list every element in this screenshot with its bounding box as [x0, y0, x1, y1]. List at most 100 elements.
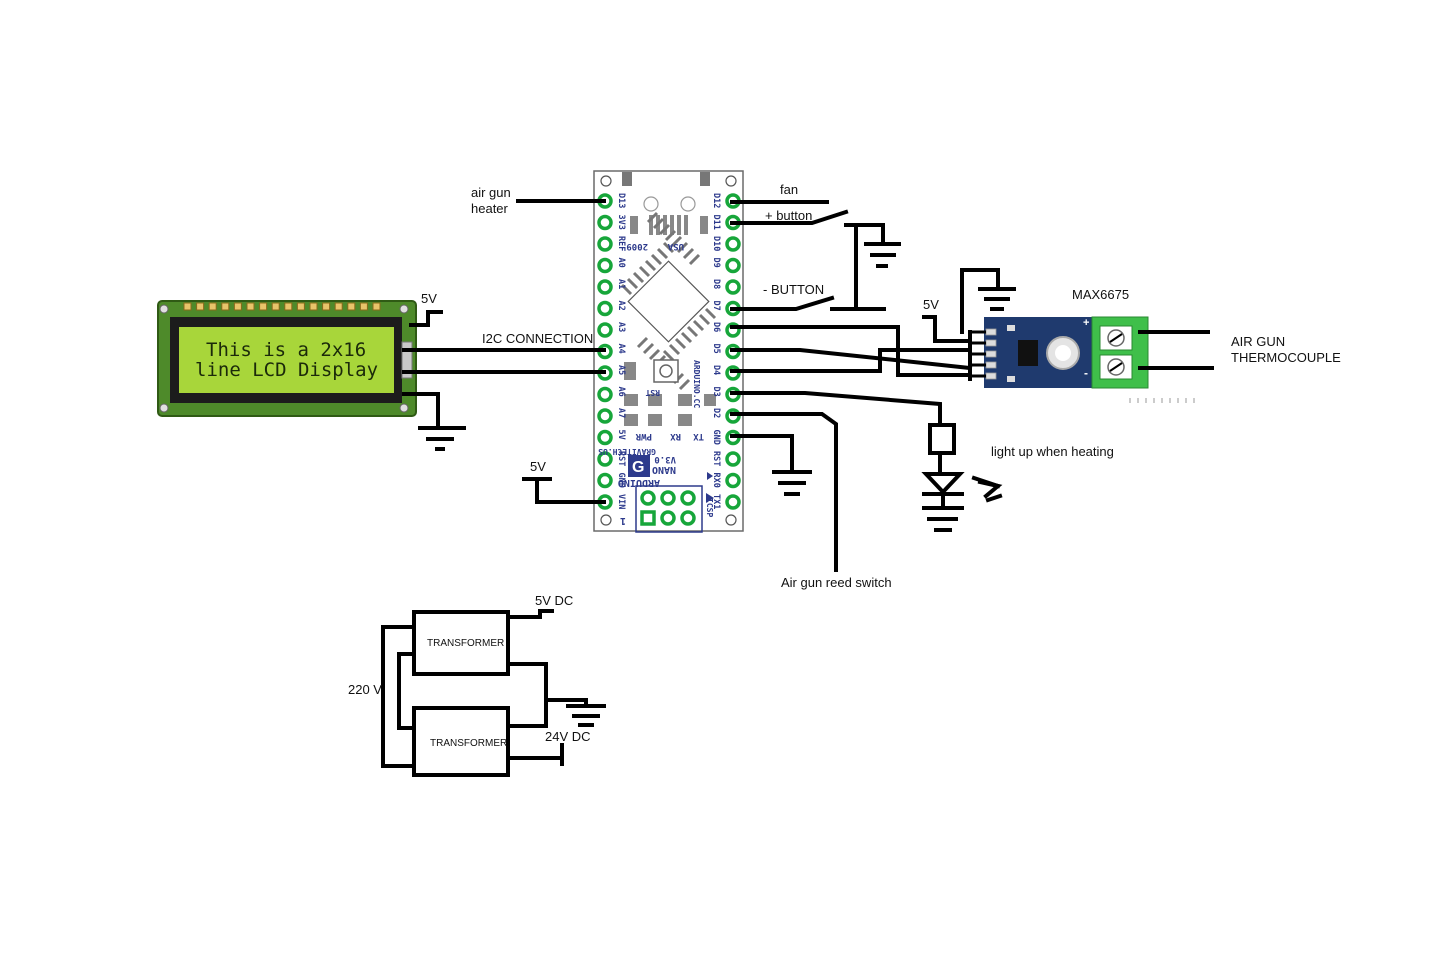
- nano-pin-rst: [725, 451, 741, 467]
- nano-pin-label: D8: [711, 279, 721, 289]
- lcd-pin: [334, 302, 343, 311]
- nano-silkscreen-text: ICSP: [705, 498, 714, 517]
- wires: [381, 199, 1214, 777]
- label-light-up-when-heating: light up when heating: [991, 444, 1114, 459]
- microcontroller-chip: [620, 211, 717, 391]
- label-lcd-5v: 5V: [421, 291, 437, 306]
- lcd-pin: [347, 302, 356, 311]
- nano-pin-label: A3: [616, 322, 626, 332]
- lcd-pin: [284, 302, 293, 311]
- nano-pin-ref: [597, 236, 613, 252]
- nano-pin-label: D3: [711, 387, 721, 397]
- nano-silkscreen-text: PWR: [635, 431, 652, 441]
- nano-pin-label: REF: [616, 236, 626, 251]
- nano-pin-label: TX1: [711, 494, 721, 509]
- nano-pin-label: D9: [711, 258, 721, 268]
- nano-pin-label: D10: [711, 236, 721, 251]
- nano-silkscreen-text: ARDUINO: [618, 477, 660, 488]
- nano-pin-label: RST: [616, 451, 626, 466]
- lcd-pin: [196, 302, 205, 311]
- nano-pin-headers: [597, 193, 741, 510]
- nano-pin-a6: [597, 386, 613, 403]
- nano-pin-label: A7: [616, 408, 626, 418]
- lcd-header-pins: [183, 302, 381, 311]
- nano-pin-label: GND: [711, 430, 721, 445]
- nano-pin-a7: [597, 408, 613, 424]
- nano-pin-a3: [597, 322, 613, 338]
- nano-pin-label: A1: [616, 279, 626, 289]
- label-max6675: MAX6675: [1072, 287, 1130, 302]
- nano-pin-5v: [597, 429, 613, 446]
- nano-pin-label: 5V: [616, 430, 626, 440]
- nano-pin-label: A4: [616, 344, 626, 354]
- label-i2c-connection: I2C CONNECTION: [482, 331, 594, 346]
- label-minus-button: - BUTTON: [763, 282, 825, 297]
- nano-pin-rst: [597, 451, 613, 467]
- lcd-pin: [246, 302, 255, 311]
- lcd-pin: [271, 302, 280, 311]
- nano-pin-d8: [725, 279, 741, 295]
- nano-silkscreen-text: V3.0: [654, 454, 676, 464]
- nano-silkscreen-text: USA: [667, 241, 684, 251]
- transformer-1-label: TRANSFORMER: [427, 638, 505, 649]
- nano-pin-label: D12: [711, 193, 721, 208]
- nano-pin-label: RST: [711, 451, 721, 466]
- label-max6675-5v: 5V: [923, 297, 939, 312]
- icsp-header: [635, 485, 703, 533]
- svg-text:G: G: [632, 459, 644, 476]
- nano-pin-label: D6: [711, 322, 721, 332]
- terminal-minus-mark: -: [1084, 366, 1088, 380]
- nano-silkscreen-text: 2009: [626, 241, 648, 251]
- terminal-plus-mark: +: [1083, 317, 1089, 329]
- label-fan: fan: [780, 182, 799, 197]
- transformer-2-label: TRANSFORMER: [430, 738, 508, 749]
- nano-silkscreen-text: 1: [620, 515, 626, 526]
- max6675-module: + -: [970, 316, 1195, 403]
- lcd-pin: [233, 302, 242, 311]
- nano-pin-label: A6: [616, 387, 626, 397]
- label-air-gun-reed-switch: Air gun reed switch: [781, 575, 892, 590]
- lcd-pin: [183, 302, 192, 311]
- nano-pin-label: A2: [616, 301, 626, 311]
- nano-pin-a2: [597, 300, 613, 317]
- label-220v: 220 V: [348, 682, 382, 697]
- nano-pin-tx1: [725, 494, 741, 510]
- lcd-pin: [259, 302, 268, 311]
- nano-pin-label: VIN: [616, 494, 626, 509]
- lcd-pin: [322, 302, 331, 311]
- nano-pin-label: D13: [616, 193, 626, 208]
- label-5v-dc: 5V DC: [535, 593, 574, 608]
- nano-pin-label: 3V3: [616, 215, 626, 230]
- nano-silkscreen-text: NANO: [652, 464, 676, 475]
- nano-pin-label: D7: [711, 301, 721, 311]
- label-nano-5v: 5V: [530, 459, 546, 474]
- nano-pin-d9: [725, 257, 741, 274]
- lcd-pin: [309, 302, 318, 311]
- lcd-pin: [208, 302, 217, 311]
- lcd-line-1: This is a 2x16: [206, 339, 367, 361]
- nano-pin-label: D5: [711, 344, 721, 354]
- lcd-pin: [359, 302, 368, 311]
- nano-pin-label: A5: [616, 365, 626, 375]
- lcd-pin: [296, 302, 305, 311]
- nano-pin-d10: [725, 236, 741, 252]
- nano-pin-rx0: [725, 472, 741, 489]
- lcd-line-2: line LCD Display: [195, 359, 379, 381]
- nano-silkscreen-text: RX: [670, 431, 681, 441]
- nano-pin-label: A0: [616, 258, 626, 268]
- nano-pin-gnd: [597, 472, 613, 489]
- label-air-gun-thermocouple: AIR GUN THERMOCOUPLE: [1231, 334, 1341, 365]
- label-24v-dc: 24V DC: [545, 729, 591, 744]
- nano-pin-label: D2: [711, 408, 721, 418]
- nano-silkscreen-text: GRAVITECH.US: [598, 447, 656, 456]
- nano-pin-a0: [597, 257, 613, 274]
- nano-pin-3v3: [597, 214, 613, 231]
- lcd-pin: [372, 302, 381, 311]
- nano-pin-label: D11: [711, 215, 721, 230]
- gravitech-logo: G: [628, 455, 650, 477]
- lcd-module: [157, 300, 417, 417]
- lcd-pin: [221, 302, 230, 311]
